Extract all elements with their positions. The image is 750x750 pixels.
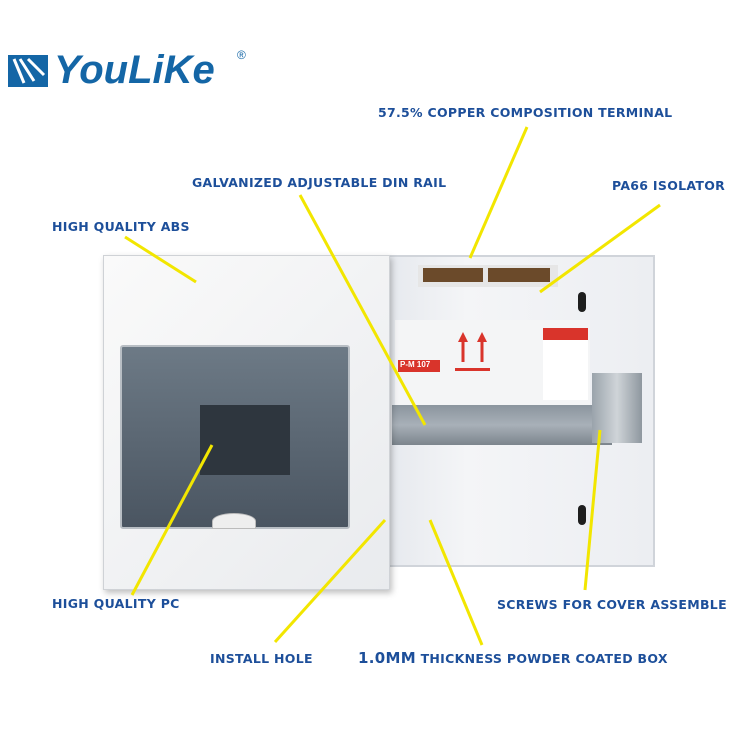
terminal-block [418, 265, 558, 287]
brand-name: YouLiKe [54, 48, 215, 92]
label-pc: HIGH QUALITY PC [52, 596, 180, 611]
callout-line-install [273, 518, 387, 644]
label-install-hole: INSTALL HOLE [210, 651, 313, 666]
model-label: P-M 107 [398, 360, 440, 372]
label-din-rail: GALVANIZED ADJUSTABLE DIN RAIL [192, 175, 447, 190]
install-slot [578, 505, 586, 525]
brand-logo: YouLiKe [8, 48, 215, 93]
window-cutout [200, 405, 290, 475]
callout-line-din [298, 194, 427, 426]
label-thickness: 1.0MM [358, 649, 416, 667]
registered-mark: ® [237, 48, 246, 62]
label-copper-terminal: 57.5% COPPER COMPOSITION TERMINAL [378, 105, 673, 120]
callout-line-pc [130, 444, 214, 596]
callout-line-screws [583, 429, 602, 591]
callout-line-box [428, 519, 484, 646]
warning-sticker [543, 328, 588, 400]
label-powder-box: 1.0MM THICKNESS POWDER COATED BOX [358, 649, 668, 667]
label-box-text: THICKNESS POWDER COATED BOX [420, 651, 668, 666]
callout-line-copper [468, 126, 529, 259]
install-slot [578, 292, 586, 312]
up-arrows-icon [455, 328, 490, 371]
logo-mark-icon [8, 54, 48, 87]
label-abs: HIGH QUALITY ABS [52, 219, 190, 234]
din-rail [392, 405, 612, 445]
label-pa66-isolator: PA66 ISOLATOR [612, 178, 726, 193]
callout-line-abs [124, 235, 197, 284]
callout-line-pa66 [539, 203, 661, 294]
label-screws: SCREWS FOR COVER ASSEMBLE [497, 597, 727, 612]
window-latch[interactable] [212, 513, 256, 529]
